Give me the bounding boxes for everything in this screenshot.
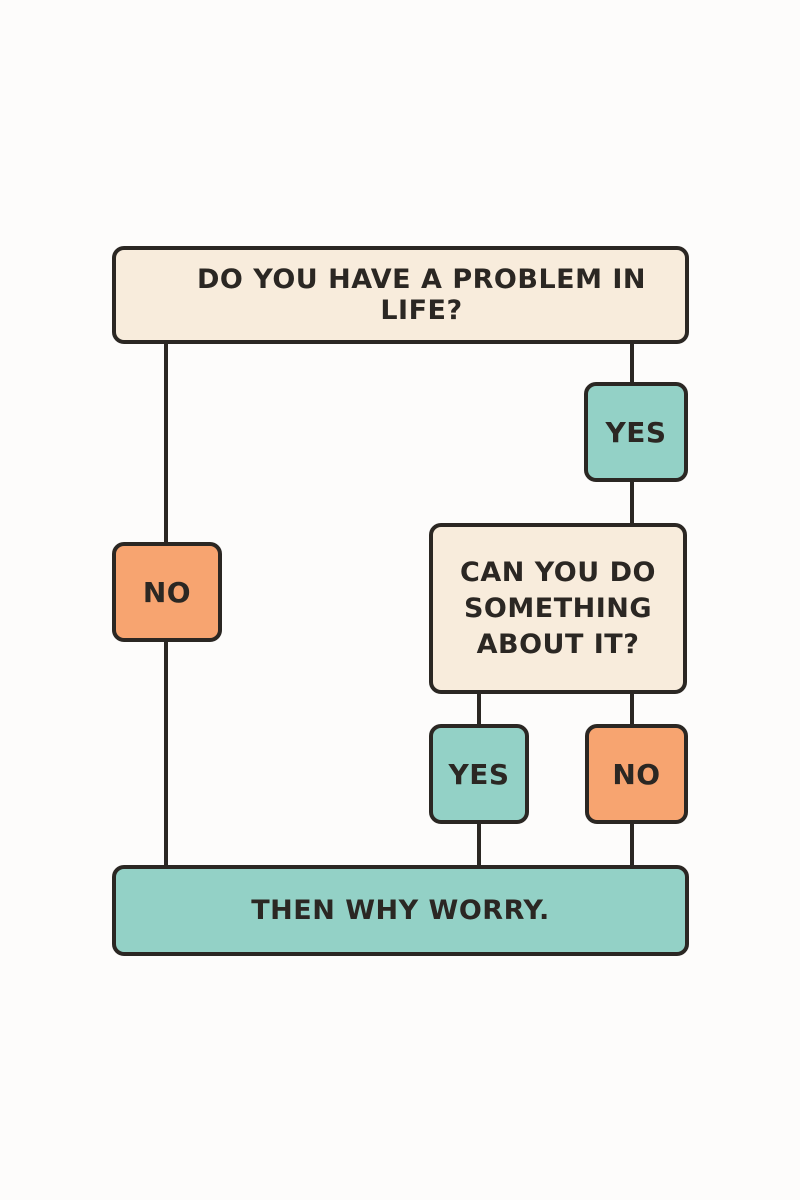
question-can-you-do-something: CAN YOU DO SOMETHING ABOUT IT? — [429, 523, 687, 694]
answer-yes-second-text: YES — [448, 757, 510, 791]
answer-no-box: NO — [112, 542, 222, 642]
answer-no-text: NO — [142, 575, 192, 609]
answer-yes-second-box: YES — [429, 724, 529, 824]
question-problem-in-life: DO YOU HAVE A PROBLEM IN LIFE? — [112, 246, 689, 344]
question-can-you-do-something-text: CAN YOU DO SOMETHING ABOUT IT? — [460, 556, 656, 660]
conclusion-text: THEN WHY WORRY. — [251, 895, 550, 926]
question-problem-in-life-text: DO YOU HAVE A PROBLEM IN LIFE? — [197, 264, 646, 326]
conclusion-why-worry: THEN WHY WORRY. — [112, 865, 689, 956]
answer-yes-box: YES — [584, 382, 688, 482]
answer-no-second-text: NO — [612, 757, 661, 791]
answer-no-second-box: NO — [585, 724, 688, 824]
answer-yes-text: YES — [605, 415, 667, 449]
